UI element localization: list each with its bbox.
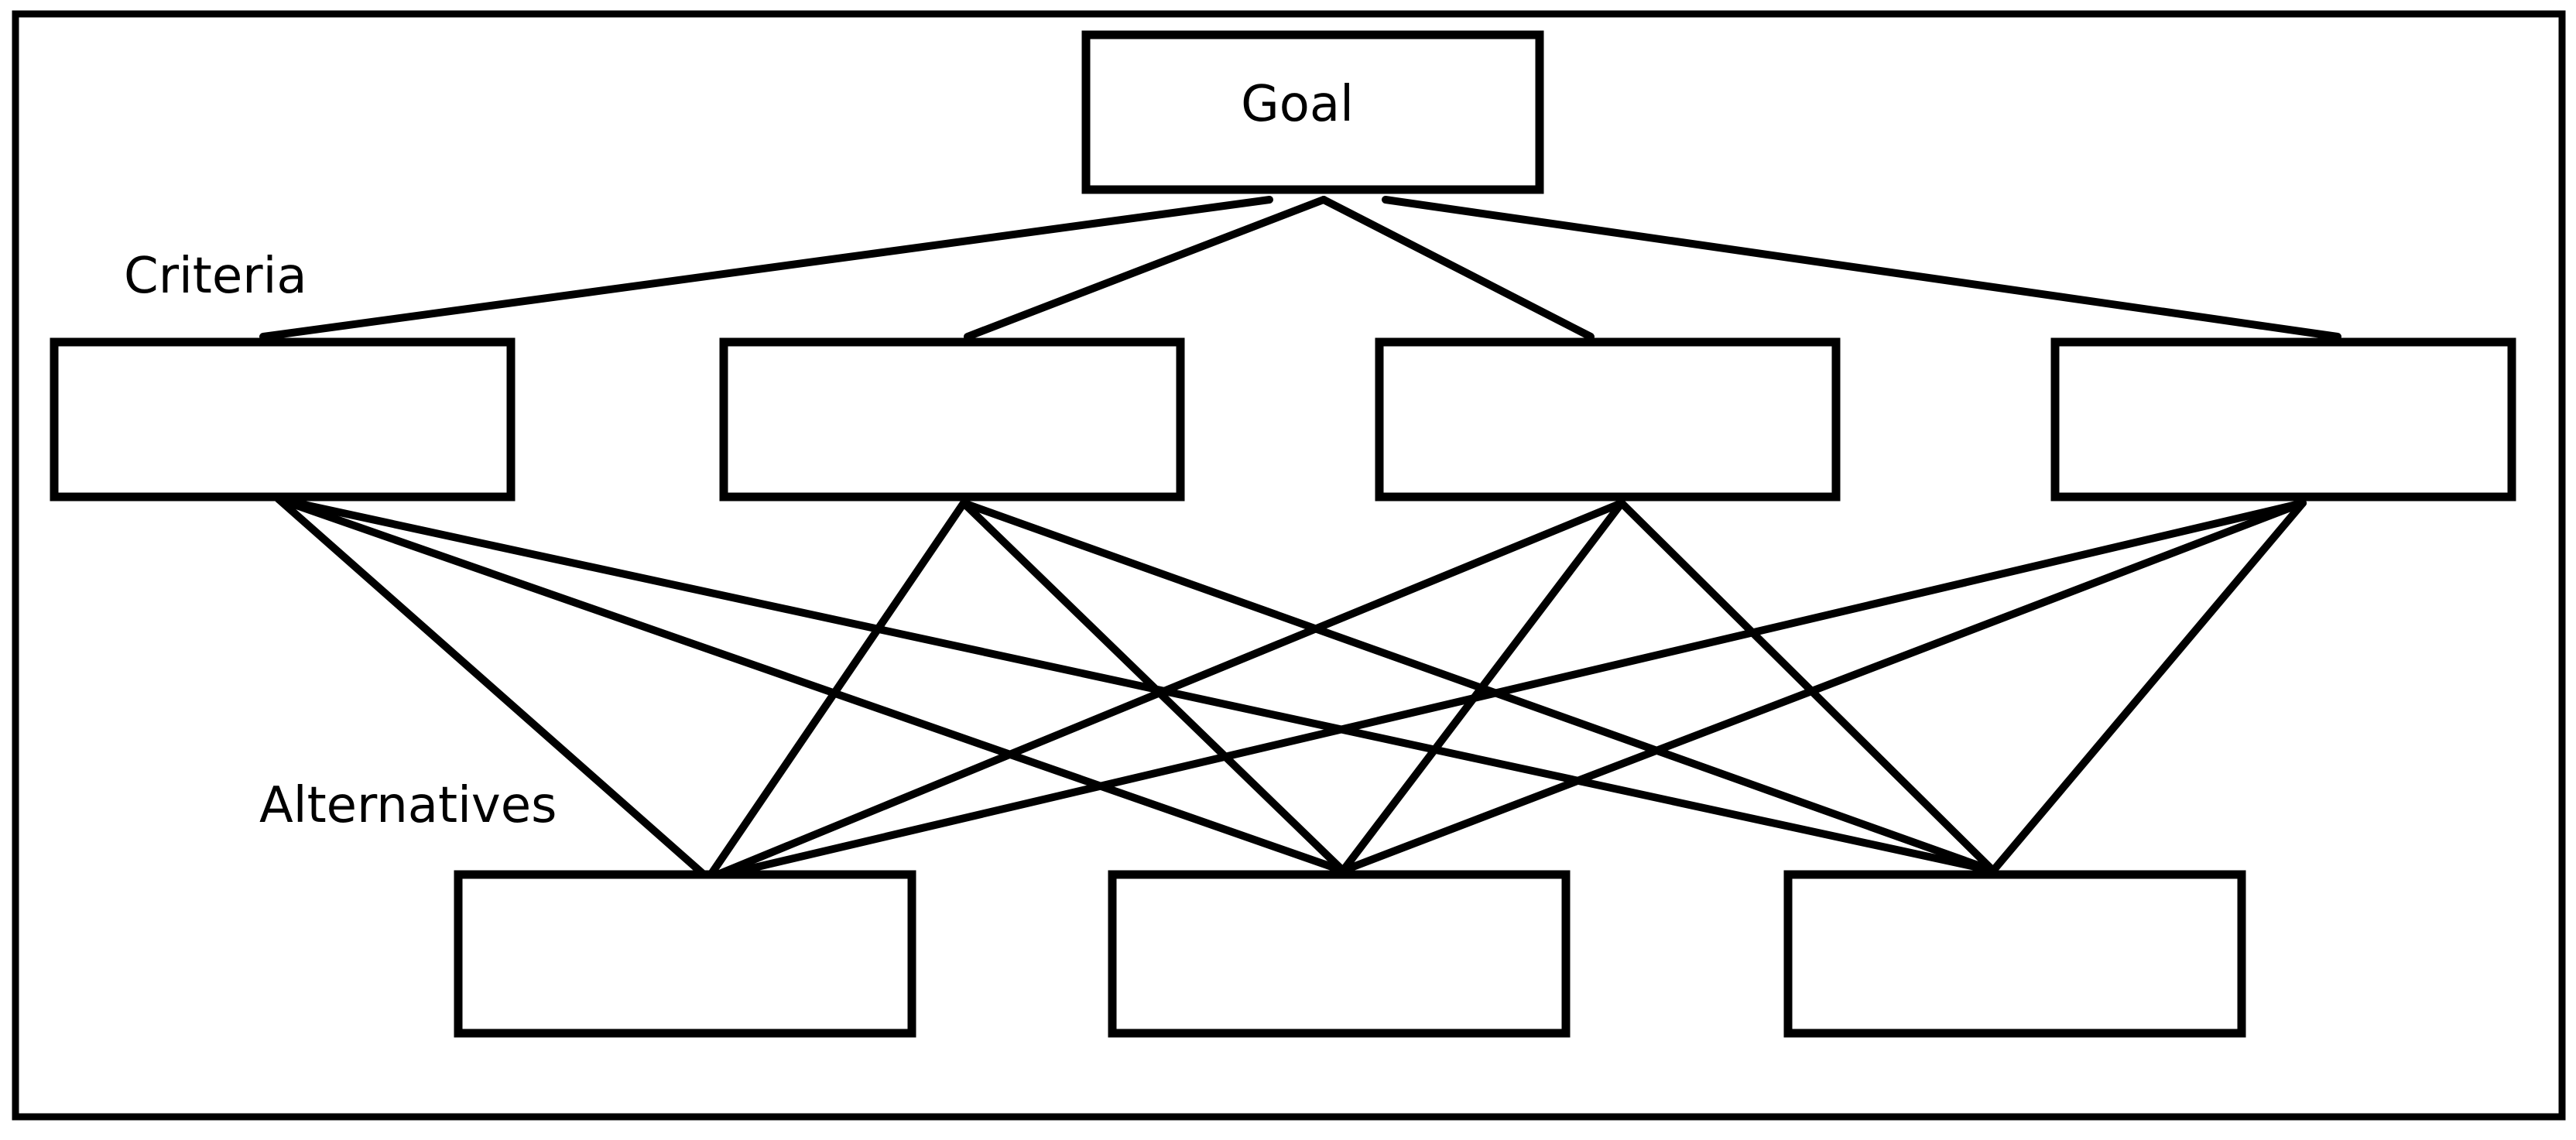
alternatives-row <box>454 870 2246 1038</box>
goal-label: Goal <box>1241 76 1354 133</box>
criterion-box-2 <box>719 337 1185 502</box>
goal-box <box>1081 30 1544 194</box>
edge-goal-criterion-1 <box>259 196 1273 341</box>
criteria-row <box>50 337 2516 502</box>
edge-goal-criterion-3 <box>1320 196 1595 341</box>
edge-criterion-3-alternative-3 <box>1618 499 1997 875</box>
edge-criterion-2-alternative-1 <box>704 499 968 882</box>
alternative-node <box>454 870 916 1038</box>
criterion-box-1 <box>50 337 516 502</box>
edge-criterion-4-alternative-3 <box>1989 499 2307 875</box>
edge-criterion-1-alternative-2 <box>275 495 1347 875</box>
alternative-box-2 <box>1108 870 1571 1038</box>
alternative-box-3 <box>1783 870 2246 1038</box>
criterion-node <box>50 337 516 502</box>
alternative-node <box>1783 870 2246 1038</box>
edge-criterion-4-alternative-1 <box>704 499 2307 882</box>
edge-criterion-1-alternative-1 <box>275 495 712 882</box>
criteria-section-label: Criteria <box>124 248 307 305</box>
edge-goal-criterion-2 <box>964 196 1327 341</box>
alternative-node <box>1108 870 1571 1038</box>
edge-criterion-4-alternative-2 <box>1339 499 2307 875</box>
diagram-frame <box>12 10 2566 1121</box>
criteria-alternative-edges <box>275 495 2307 882</box>
criterion-node <box>1375 337 1841 502</box>
edge-criterion-3-alternative-1 <box>704 499 1625 882</box>
criterion-box-3 <box>1375 337 1841 502</box>
goal-criteria-edges <box>259 196 2341 341</box>
edge-criterion-1-alternative-3 <box>275 495 1997 875</box>
alternatives-section-label: Alternatives <box>259 777 557 834</box>
goal-node: Goal <box>1081 30 1544 194</box>
alternative-box-1 <box>454 870 916 1038</box>
edge-criterion-2-alternative-2 <box>960 499 1347 875</box>
criterion-node <box>719 337 1185 502</box>
criterion-box-4 <box>2050 337 2516 502</box>
criterion-node <box>2050 337 2516 502</box>
edge-criterion-3-alternative-2 <box>1339 499 1625 875</box>
edge-goal-criterion-4 <box>1382 196 2341 341</box>
